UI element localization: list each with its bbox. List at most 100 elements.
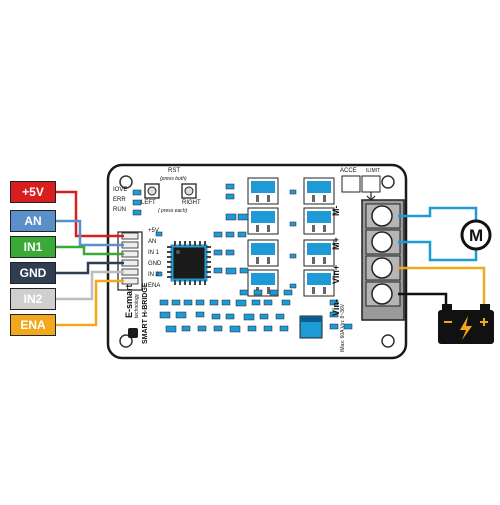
status-label-2: ERR <box>113 197 126 203</box>
mount-hole <box>381 175 395 189</box>
mcu-leg <box>206 271 211 273</box>
smd-component <box>155 231 163 237</box>
mcu-leg <box>199 241 201 246</box>
motor-wire-top <box>398 206 478 222</box>
input-wire <box>56 219 124 247</box>
smd-component <box>183 299 193 306</box>
smd-component <box>289 189 297 195</box>
mcu-leg <box>167 271 172 273</box>
smd-component <box>235 299 247 307</box>
mcu-leg <box>167 261 172 263</box>
mcu-leg <box>167 246 172 248</box>
status-led <box>132 199 142 206</box>
header-pin <box>121 277 139 285</box>
mcu-leg <box>167 276 172 278</box>
brand-name: E-smart <box>124 284 134 318</box>
mcu-leg <box>189 241 191 246</box>
rst-button-knob <box>147 186 157 196</box>
brand-logo-mark <box>128 328 138 338</box>
smd-component <box>159 299 169 306</box>
accel-label: ACCE <box>340 168 357 174</box>
mcu-leg <box>167 266 172 268</box>
smd-component <box>213 267 223 274</box>
terminal-label-1: M- <box>331 205 341 217</box>
status-led <box>132 209 142 216</box>
smd-component <box>343 323 353 330</box>
supply-note: IMax: 60A Vin: 8~36V <box>340 303 346 352</box>
smd-component <box>329 311 339 318</box>
terminal-screw <box>365 255 401 281</box>
smd-component <box>243 313 255 321</box>
mcu-leg <box>194 280 196 285</box>
mount-hole <box>381 334 395 348</box>
header-pin <box>121 241 139 249</box>
left-label: LEFT <box>141 200 156 206</box>
mcu-leg <box>199 280 201 285</box>
header-label-1: +5V <box>148 228 159 234</box>
mcu-leg <box>184 241 186 246</box>
smd-component <box>209 299 219 306</box>
right-button-knob <box>184 186 194 196</box>
smd-component <box>289 253 297 259</box>
battery-terminal-pos <box>480 304 490 310</box>
smd-component <box>247 325 257 332</box>
smd-component <box>181 325 191 332</box>
smd-component <box>225 313 235 320</box>
right-label: RIGHT <box>182 200 201 206</box>
smd-component <box>237 213 249 221</box>
smd-component <box>263 299 273 306</box>
smd-component <box>225 267 237 275</box>
mcu-leg <box>206 266 211 268</box>
input-wire <box>56 261 124 275</box>
smd-component <box>275 313 285 320</box>
mcu-leg <box>174 241 176 246</box>
mcu-leg <box>206 261 211 263</box>
mcu-leg <box>174 280 176 285</box>
accel-pot <box>341 175 361 193</box>
motor-symbol <box>460 219 492 251</box>
smd-component <box>155 271 163 277</box>
motor-symbol-label: M <box>469 226 484 245</box>
smd-component <box>329 323 339 330</box>
smd-component <box>253 289 263 296</box>
smd-component <box>239 267 249 274</box>
mosfet <box>303 177 335 205</box>
pin-label-gnd: GND <box>10 262 56 284</box>
mosfet <box>303 207 335 235</box>
pin-label-in2: IN2 <box>10 288 56 310</box>
smd-component <box>263 325 273 332</box>
smd-component <box>211 313 221 320</box>
terminal-screw <box>365 229 401 255</box>
status-label-1: IOVE <box>113 187 128 193</box>
mosfet <box>247 177 279 205</box>
battery-bolt-icon <box>460 316 472 340</box>
header-pin <box>121 268 139 276</box>
smd-component <box>221 299 231 306</box>
smd-component <box>195 311 205 318</box>
header-pin <box>121 250 139 258</box>
smd-component <box>213 325 223 332</box>
pin-label-ena: ENA <box>10 314 56 336</box>
motor-wire-bottom <box>398 240 478 262</box>
header-label-6: ENA <box>148 283 161 289</box>
mcu-leg <box>206 256 211 258</box>
mount-hole <box>119 334 133 348</box>
header-label-4: GND <box>148 261 162 267</box>
mcu-leg <box>206 276 211 278</box>
terminal-screw <box>365 203 401 229</box>
status-led <box>132 189 142 196</box>
mcu-leg <box>204 241 206 246</box>
mcu-leg <box>194 241 196 246</box>
smd-component <box>175 311 187 319</box>
smd-component <box>213 249 223 256</box>
mosfet <box>247 239 279 267</box>
terminal-screw <box>365 281 401 307</box>
press-each-note: ( press each) <box>158 208 188 214</box>
mosfet <box>247 207 279 235</box>
mcu-leg <box>179 280 181 285</box>
smd-component <box>225 183 235 190</box>
smd-component <box>197 325 207 332</box>
mcu-leg <box>204 280 206 285</box>
